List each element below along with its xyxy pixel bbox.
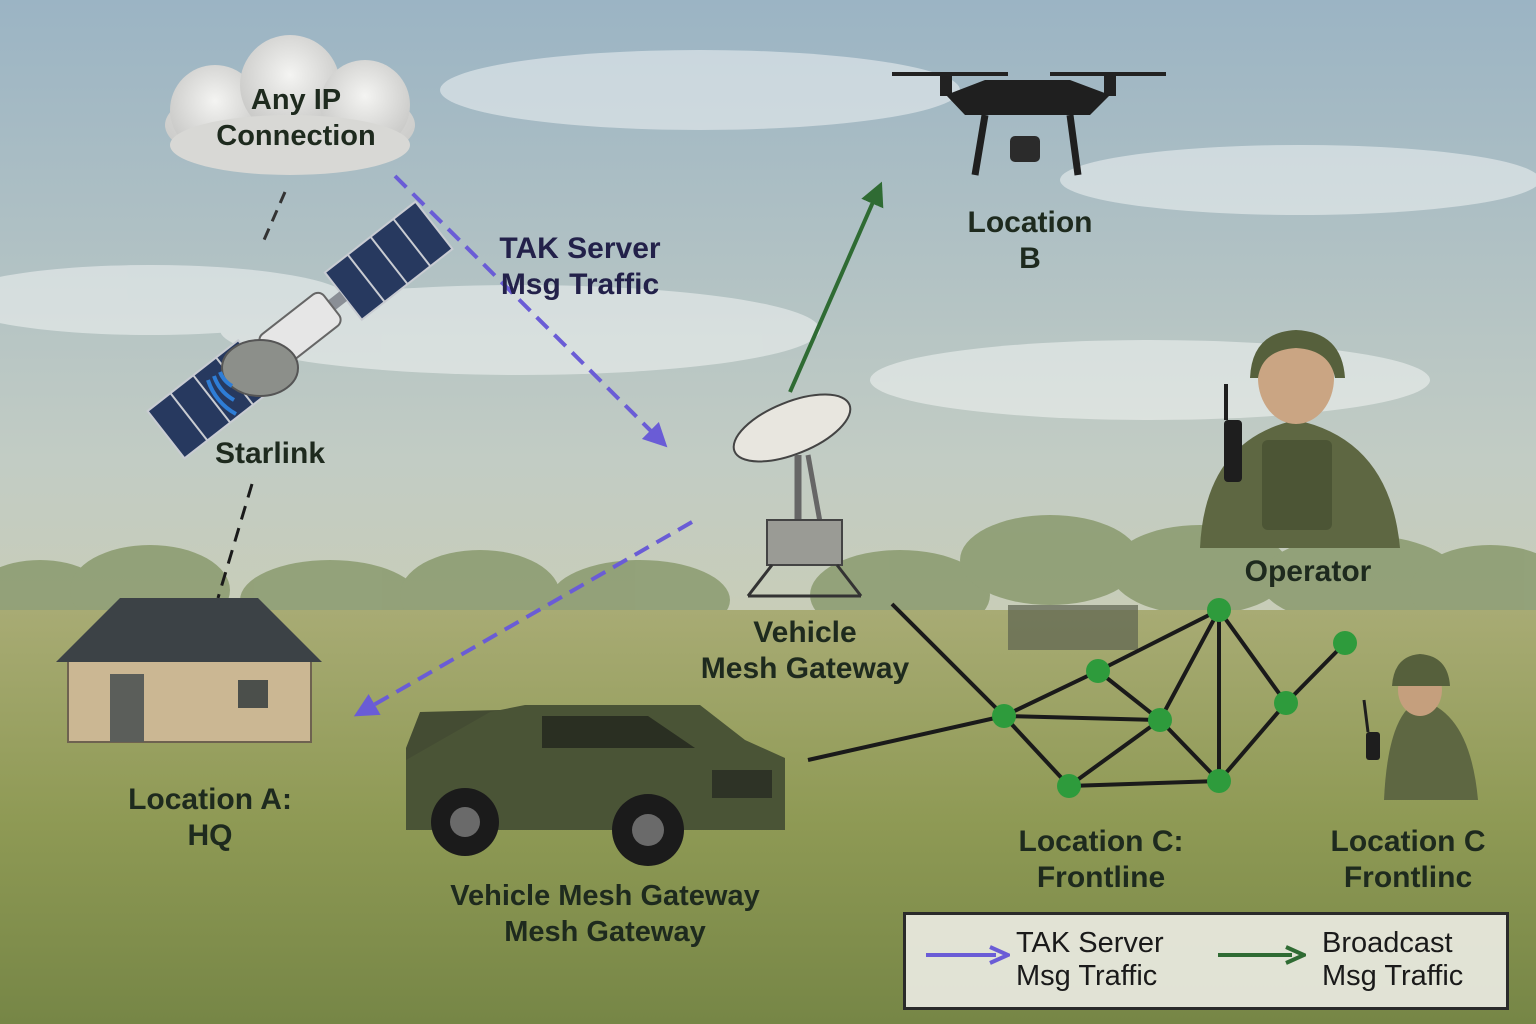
soldier-icon [1200, 330, 1400, 548]
soldier-icon [1362, 654, 1478, 800]
legend-tak-line-2: Msg Traffic [1016, 960, 1158, 992]
frontline-label-2: Location C Frontlinc [1308, 824, 1508, 896]
legend-tak-arrow-icon [926, 945, 1010, 965]
soft-clouds [0, 50, 1536, 420]
starlink-label-text: Starlink [214, 437, 326, 470]
tak-traffic-label: TAK Server Msg Traffic [470, 231, 690, 303]
tak-traffic-arrow-1 [393, 174, 668, 448]
house-icon [56, 598, 322, 743]
frontline-label-1: Location C: Frontline [996, 824, 1206, 896]
starlink-label: Starlink [190, 436, 350, 472]
mesh-nodes [992, 598, 1357, 798]
legend-tak-line-1: TAK Server [1016, 927, 1164, 959]
mesh-links [807, 602, 1347, 788]
hq-label-line-1: Location A: [128, 783, 292, 816]
gateway-label-line-1: Vehicle [753, 616, 857, 649]
frontline-label-1-line-1: Location C: [1018, 825, 1184, 858]
broadcast-arrow [788, 181, 884, 393]
tak-traffic-label-line-2: Msg Traffic [500, 268, 660, 301]
legend-tak-label: TAK Server Msg Traffic [1016, 927, 1164, 993]
distant-building [1008, 605, 1138, 650]
drone-icon [892, 72, 1166, 176]
vehicle-label: Vehicle Mesh Gateway Mesh Gateway [420, 878, 790, 950]
cloud-label-line-1: Any IP [250, 84, 342, 116]
cloud-icon [165, 35, 415, 175]
truck-icon [406, 705, 785, 866]
location-b-label-line-1: Location [967, 206, 1093, 239]
gateway-label: Vehicle Mesh Gateway [680, 615, 930, 687]
legend-broadcast-line-1: Broadcast [1322, 927, 1453, 959]
legend-broadcast-label: Broadcast Msg Traffic [1322, 927, 1463, 993]
legend-broadcast-arrow-icon [1218, 945, 1306, 965]
cloud-label: Any IP Connection [188, 82, 404, 154]
operator-label: Operator [1218, 554, 1398, 590]
vehicle-label-line-1: Vehicle Mesh Gateway [450, 880, 760, 912]
hq-label: Location A: HQ [100, 782, 320, 854]
operator-label-text: Operator [1244, 555, 1372, 588]
tak-traffic-arrow-2 [353, 520, 693, 717]
tak-traffic-label-line-1: TAK Server [499, 232, 661, 265]
legend-broadcast-line-2: Msg Traffic [1322, 960, 1464, 992]
frontline-label-2-line-1: Location C [1330, 825, 1486, 858]
satellite-icon [146, 200, 454, 460]
hq-label-line-2: HQ [187, 819, 233, 852]
frontline-label-1-line-2: Frontline [1036, 861, 1166, 894]
starlink-to-hq-link [216, 483, 254, 599]
gateway-label-line-2: Mesh Gateway [700, 652, 910, 685]
dish-icon [732, 393, 863, 598]
cloud-label-line-2: Connection [216, 120, 376, 152]
vehicle-label-line-2: Mesh Gateway [504, 916, 706, 948]
location-b-label-line-2: B [1019, 242, 1041, 275]
location-b-label: Location B [940, 205, 1120, 277]
cloud-to-starlink-link [262, 191, 287, 241]
frontline-label-2-line-2: Frontlinc [1343, 861, 1473, 894]
legend: TAK Server Msg Traffic Broadcast Msg Tra… [903, 912, 1509, 1010]
